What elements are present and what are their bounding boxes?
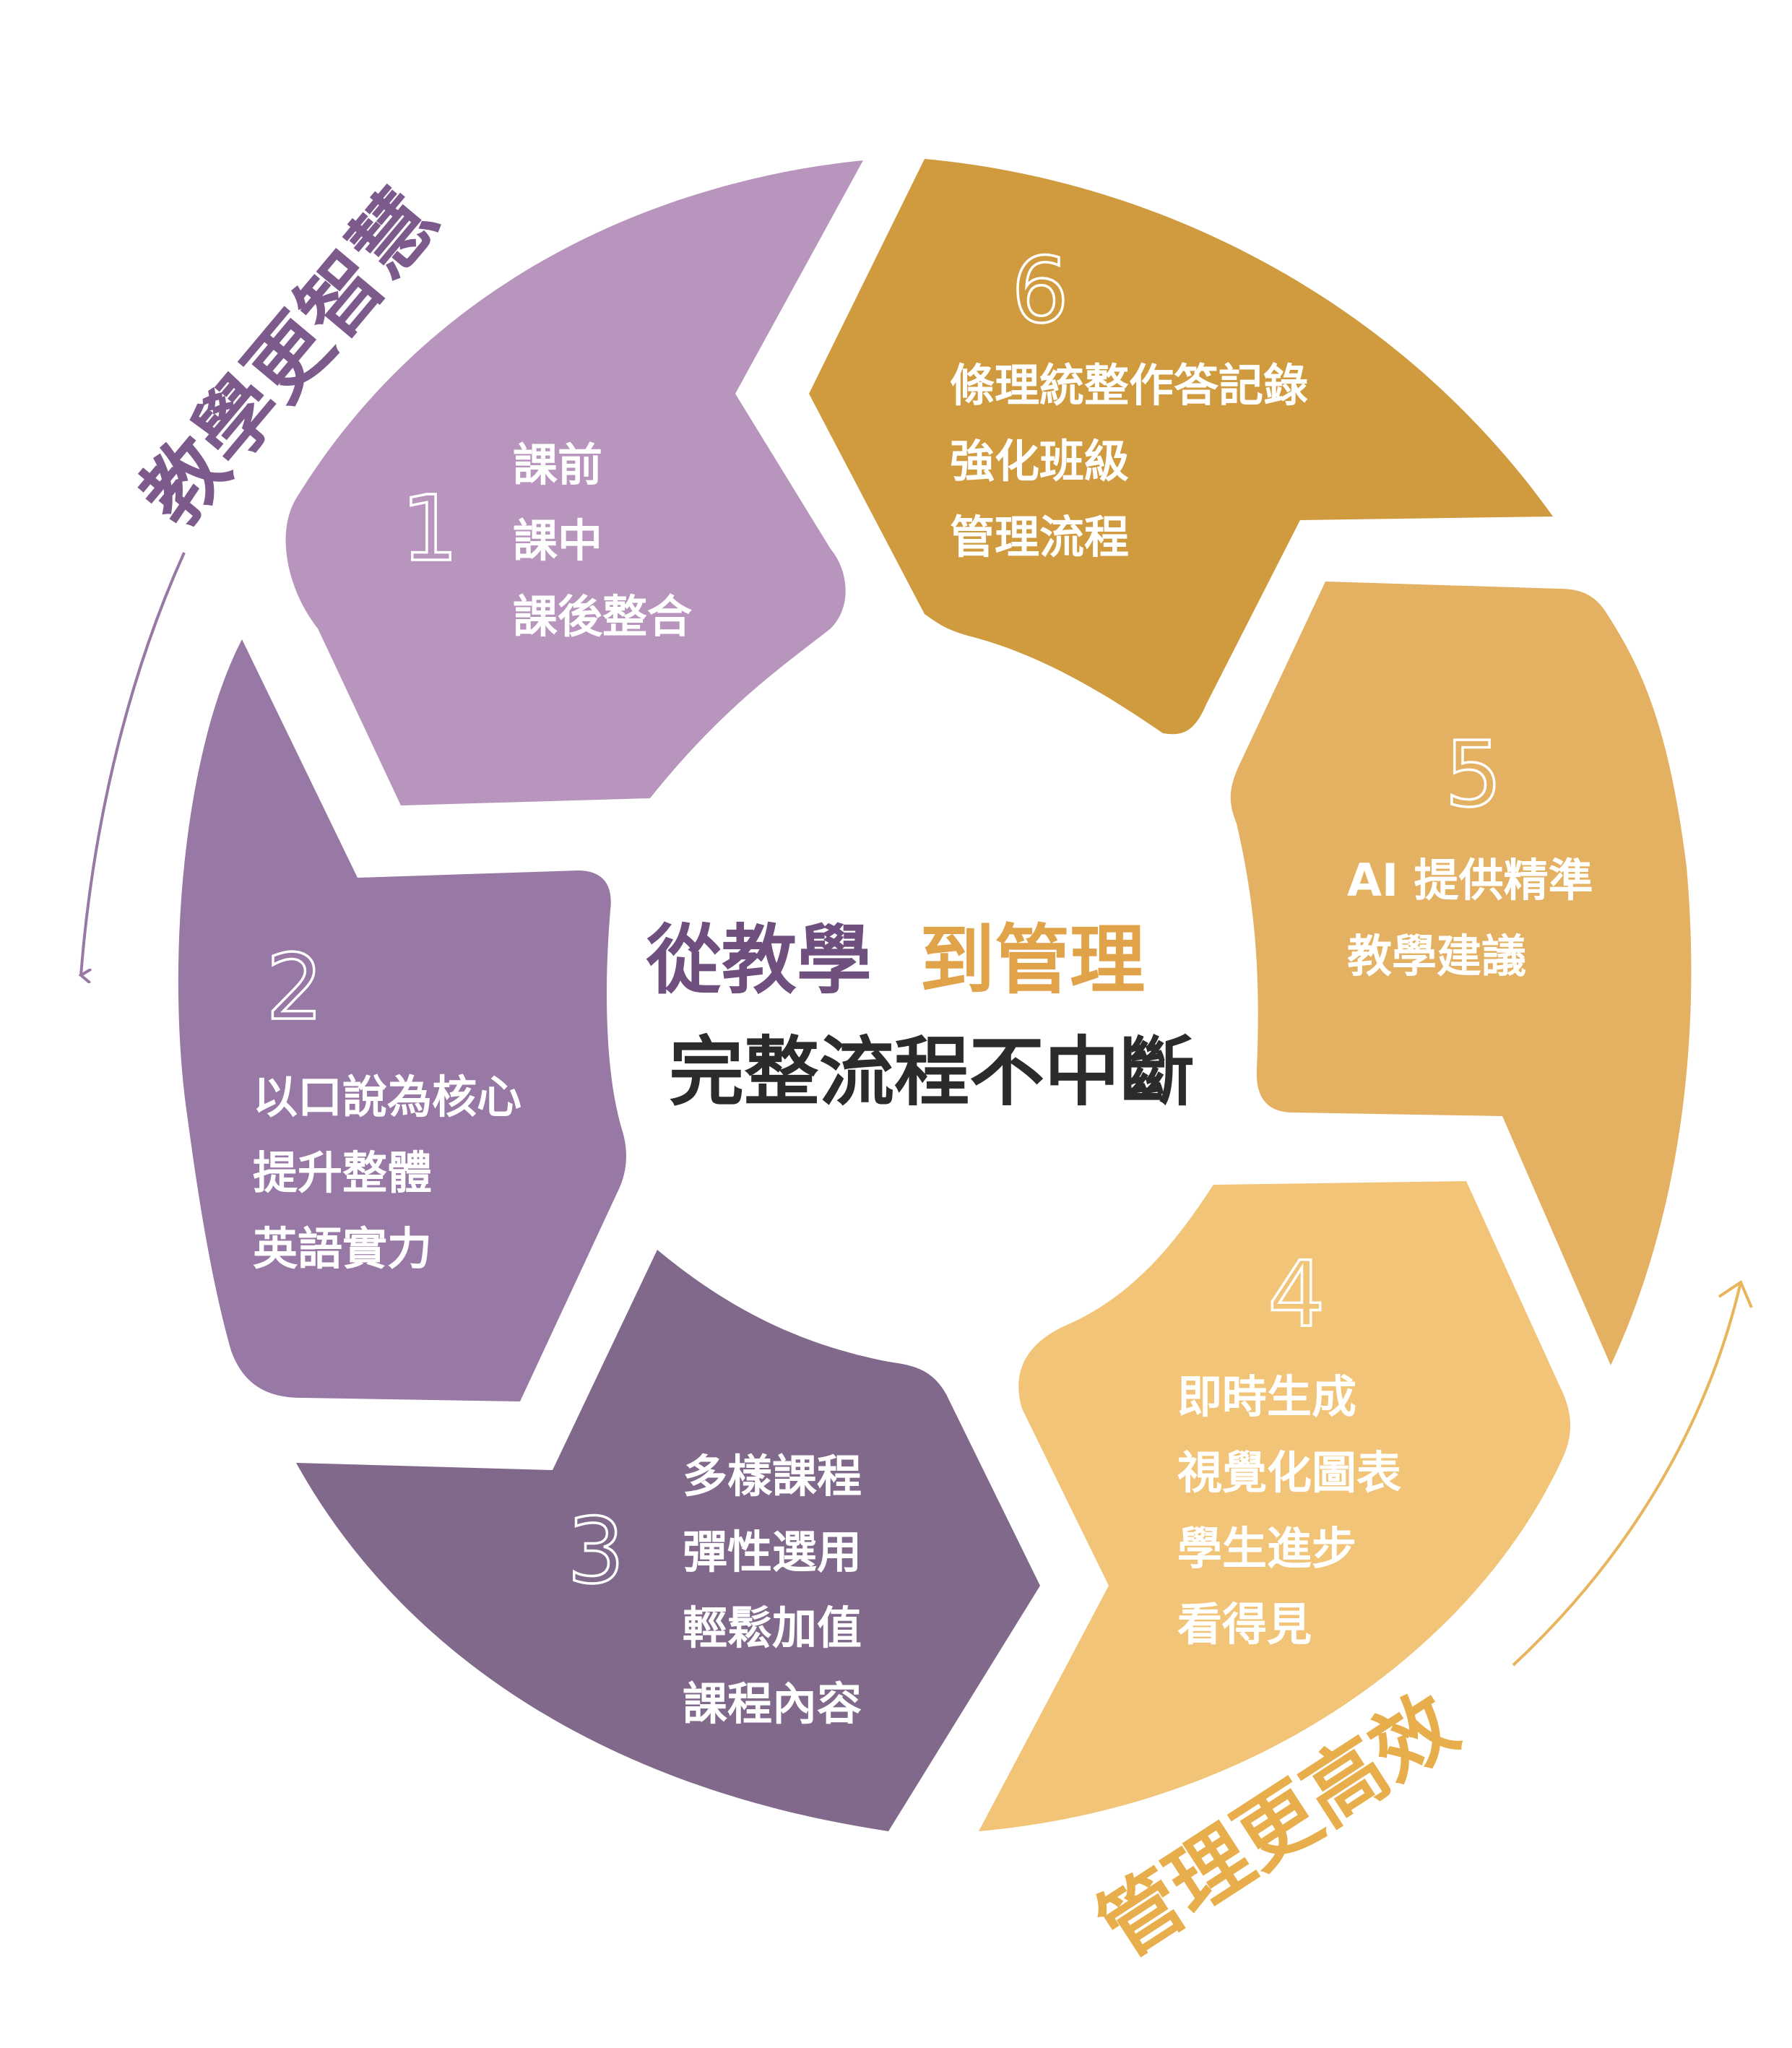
step-number-1: 1	[401, 477, 459, 582]
step-number-5: 5	[1445, 722, 1502, 827]
center-title-part1: 從教學	[646, 916, 872, 1004]
step-4-line-2: 視覺化圖表	[1177, 1446, 1401, 1499]
segment-6	[809, 159, 1553, 735]
segment-4	[979, 1181, 1571, 1831]
center-title: 從教學 到管理	[646, 916, 1145, 1004]
step-3-line-2: 彈性選用	[683, 1526, 862, 1578]
segment-2	[178, 639, 626, 1401]
step-number-3: 3	[567, 1499, 625, 1604]
step-1-line-1: 課前	[513, 438, 602, 491]
left-arc-arrow	[81, 552, 186, 975]
step-4-line-4: 看得見	[1177, 1598, 1312, 1651]
step-number-2: 2	[266, 936, 324, 1040]
step-5-line-2: 教學建議	[1347, 930, 1526, 982]
step-6-line-1: 條理統整作答記錄	[950, 359, 1308, 412]
step-3-line-3: 輕鬆加值	[683, 1602, 862, 1654]
step-2-line-1: 以口說為核心	[253, 1071, 521, 1123]
step-3-line-1: 多樣課程	[683, 1450, 862, 1503]
segment-1	[285, 160, 863, 805]
center-title-part2: 到管理	[919, 916, 1145, 1004]
step-3-line-4: 課程內容	[683, 1677, 862, 1730]
step-4-line-1: 即時生成	[1177, 1370, 1356, 1423]
segment-3	[296, 1250, 1040, 1831]
step-number-6: 6	[1011, 238, 1069, 343]
step-number-4: 4	[1268, 1243, 1325, 1347]
step-5-line-1: AI 提供精準	[1347, 854, 1593, 907]
right-arc-arrowhead	[1718, 1280, 1753, 1308]
step-1-line-2: 課中	[513, 514, 602, 567]
step-4-line-3: 學生進步	[1177, 1522, 1356, 1575]
step-6-line-2: 強化班級	[950, 435, 1129, 488]
step-2-line-3: 英語實力	[253, 1222, 432, 1275]
right-arc-arrow	[1512, 1282, 1742, 1667]
segment-5	[1230, 582, 1692, 1365]
center-subtitle: 完整流程不中斷	[669, 1028, 1195, 1116]
step-2-line-2: 提升整體	[253, 1146, 432, 1199]
step-6-line-3: 管理流程	[950, 511, 1129, 563]
step-1-line-3: 課後整合	[513, 590, 692, 643]
